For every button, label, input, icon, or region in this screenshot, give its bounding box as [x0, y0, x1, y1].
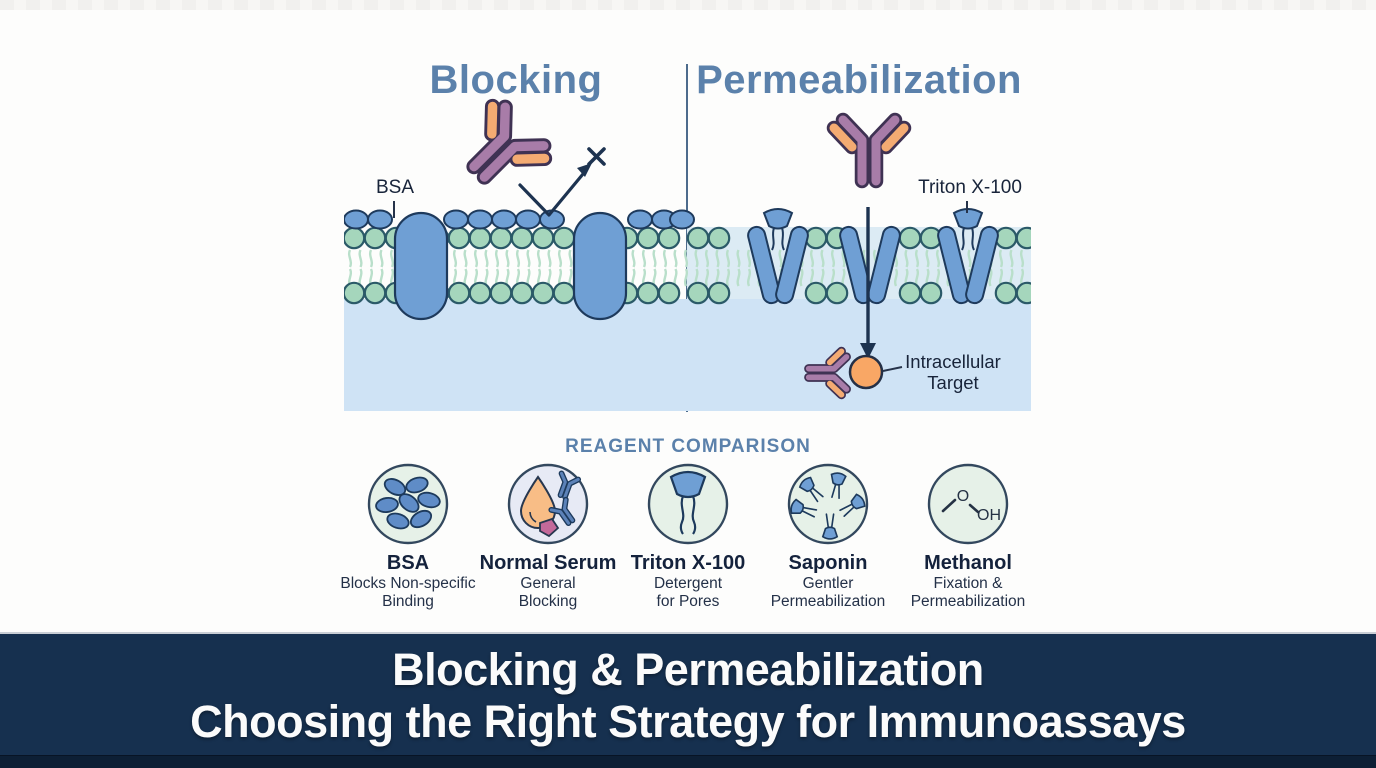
bottom-edge-strip: [0, 755, 1376, 768]
serum-droplet-antibodies-icon: [507, 463, 589, 545]
triton-x100-label: Triton X-100: [918, 177, 1022, 198]
reagent-comparison-title: REAGENT COMPARISON: [565, 436, 811, 457]
cell-membrane-illustration: [344, 208, 1031, 411]
reagent-item-saponin: Saponin Gentler Permeabilization: [748, 462, 908, 611]
bsa-protein-blobs-icon: [367, 463, 449, 545]
bsa-label: BSA: [375, 177, 415, 198]
banner-title-line1: Blocking & Permeabilization: [392, 644, 984, 695]
x-mark-icon: [587, 147, 606, 166]
target-pointer-line: [882, 366, 903, 372]
blocked-antibody-icon: [453, 101, 550, 198]
intracellular-target-label: Intracellular Target: [905, 351, 1001, 393]
bound-antibody-icon: [809, 351, 847, 394]
detergent-molecule-icon: [647, 463, 729, 545]
atom-oh-label: OH: [977, 507, 1001, 524]
atom-o-label: O: [957, 488, 969, 505]
reagent-item-normal-serum: Normal Serum General Blocking: [468, 462, 628, 611]
section-header-permeabilization: Permeabilization: [696, 58, 1022, 102]
saponin-molecules-icon: [787, 463, 869, 545]
bounce-arrow-icon: [518, 163, 592, 217]
banner-title-line2: Choosing the Right Strategy for Immunoas…: [190, 696, 1186, 747]
title-banner: Blocking & Permeabilization Choosing the…: [0, 632, 1376, 768]
intracellular-target-icon: [848, 354, 884, 390]
methanol-structure-icon: O OH: [927, 463, 1009, 545]
penetration-arrow-icon: [860, 207, 876, 359]
reagent-item-bsa: BSA Blocks Non-specific Binding: [328, 462, 488, 611]
top-edge-strip: [0, 0, 1376, 10]
section-header-blocking: Blocking: [429, 58, 603, 102]
penetrating-antibody-icon: [834, 120, 904, 181]
reagent-item-triton: Triton X-100 Detergent for Pores: [608, 462, 768, 611]
reagent-item-methanol: O OH Methanol Fixation & Permeabilizatio…: [888, 462, 1048, 611]
